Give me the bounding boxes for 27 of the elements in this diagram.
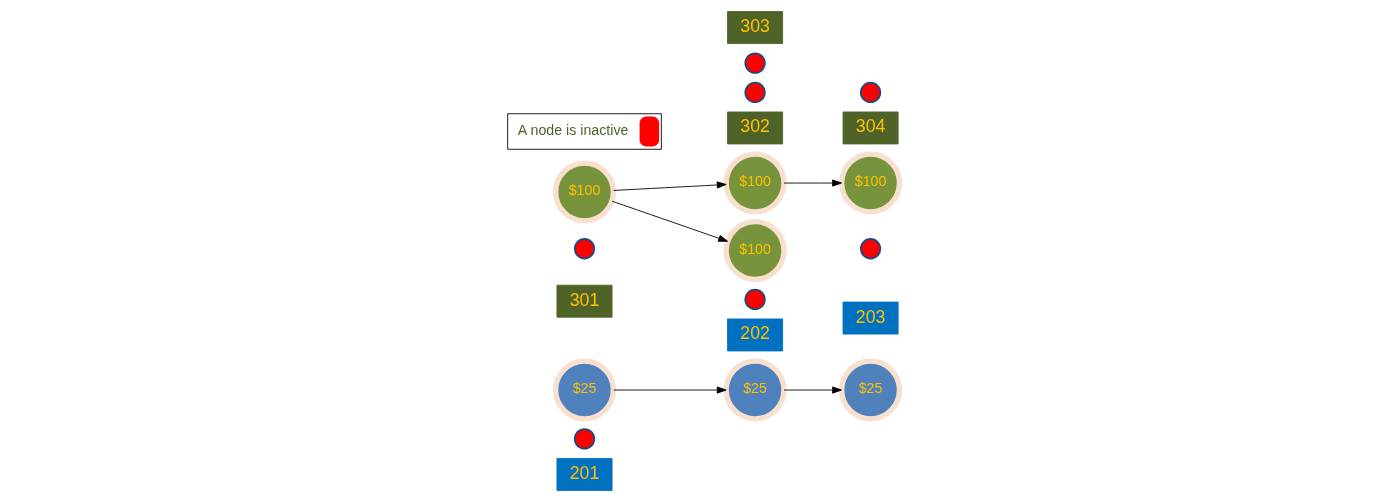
- node-circle: [859, 238, 882, 260]
- node-box: 301: [556, 284, 613, 318]
- legend-label: A node is inactive: [517, 121, 629, 138]
- node-circle: [744, 288, 766, 311]
- node-circle: $100: [839, 151, 903, 215]
- node-box: 202: [727, 318, 784, 352]
- node-circle: $25: [723, 358, 787, 422]
- node-box: 203: [842, 301, 899, 335]
- arrow: [613, 181, 727, 191]
- node-circle: $100: [552, 160, 617, 224]
- node-circle: $25: [552, 358, 617, 422]
- arrow: [611, 200, 728, 242]
- node-circle: [744, 81, 766, 104]
- node-box: 304: [842, 111, 899, 145]
- arrow: [783, 179, 842, 187]
- node-box: 303: [727, 11, 784, 44]
- node-circle: [573, 428, 596, 450]
- node-box: 201: [556, 458, 613, 491]
- arrow: [613, 386, 727, 394]
- node-circle: [859, 81, 882, 104]
- node-circle: $100: [723, 219, 787, 283]
- node-circle: $100: [723, 151, 787, 215]
- node-circle: [744, 52, 766, 74]
- arrow: [783, 386, 842, 394]
- node-box: 302: [727, 111, 784, 145]
- node-circle: $25: [839, 358, 903, 422]
- node-circle: [573, 238, 596, 260]
